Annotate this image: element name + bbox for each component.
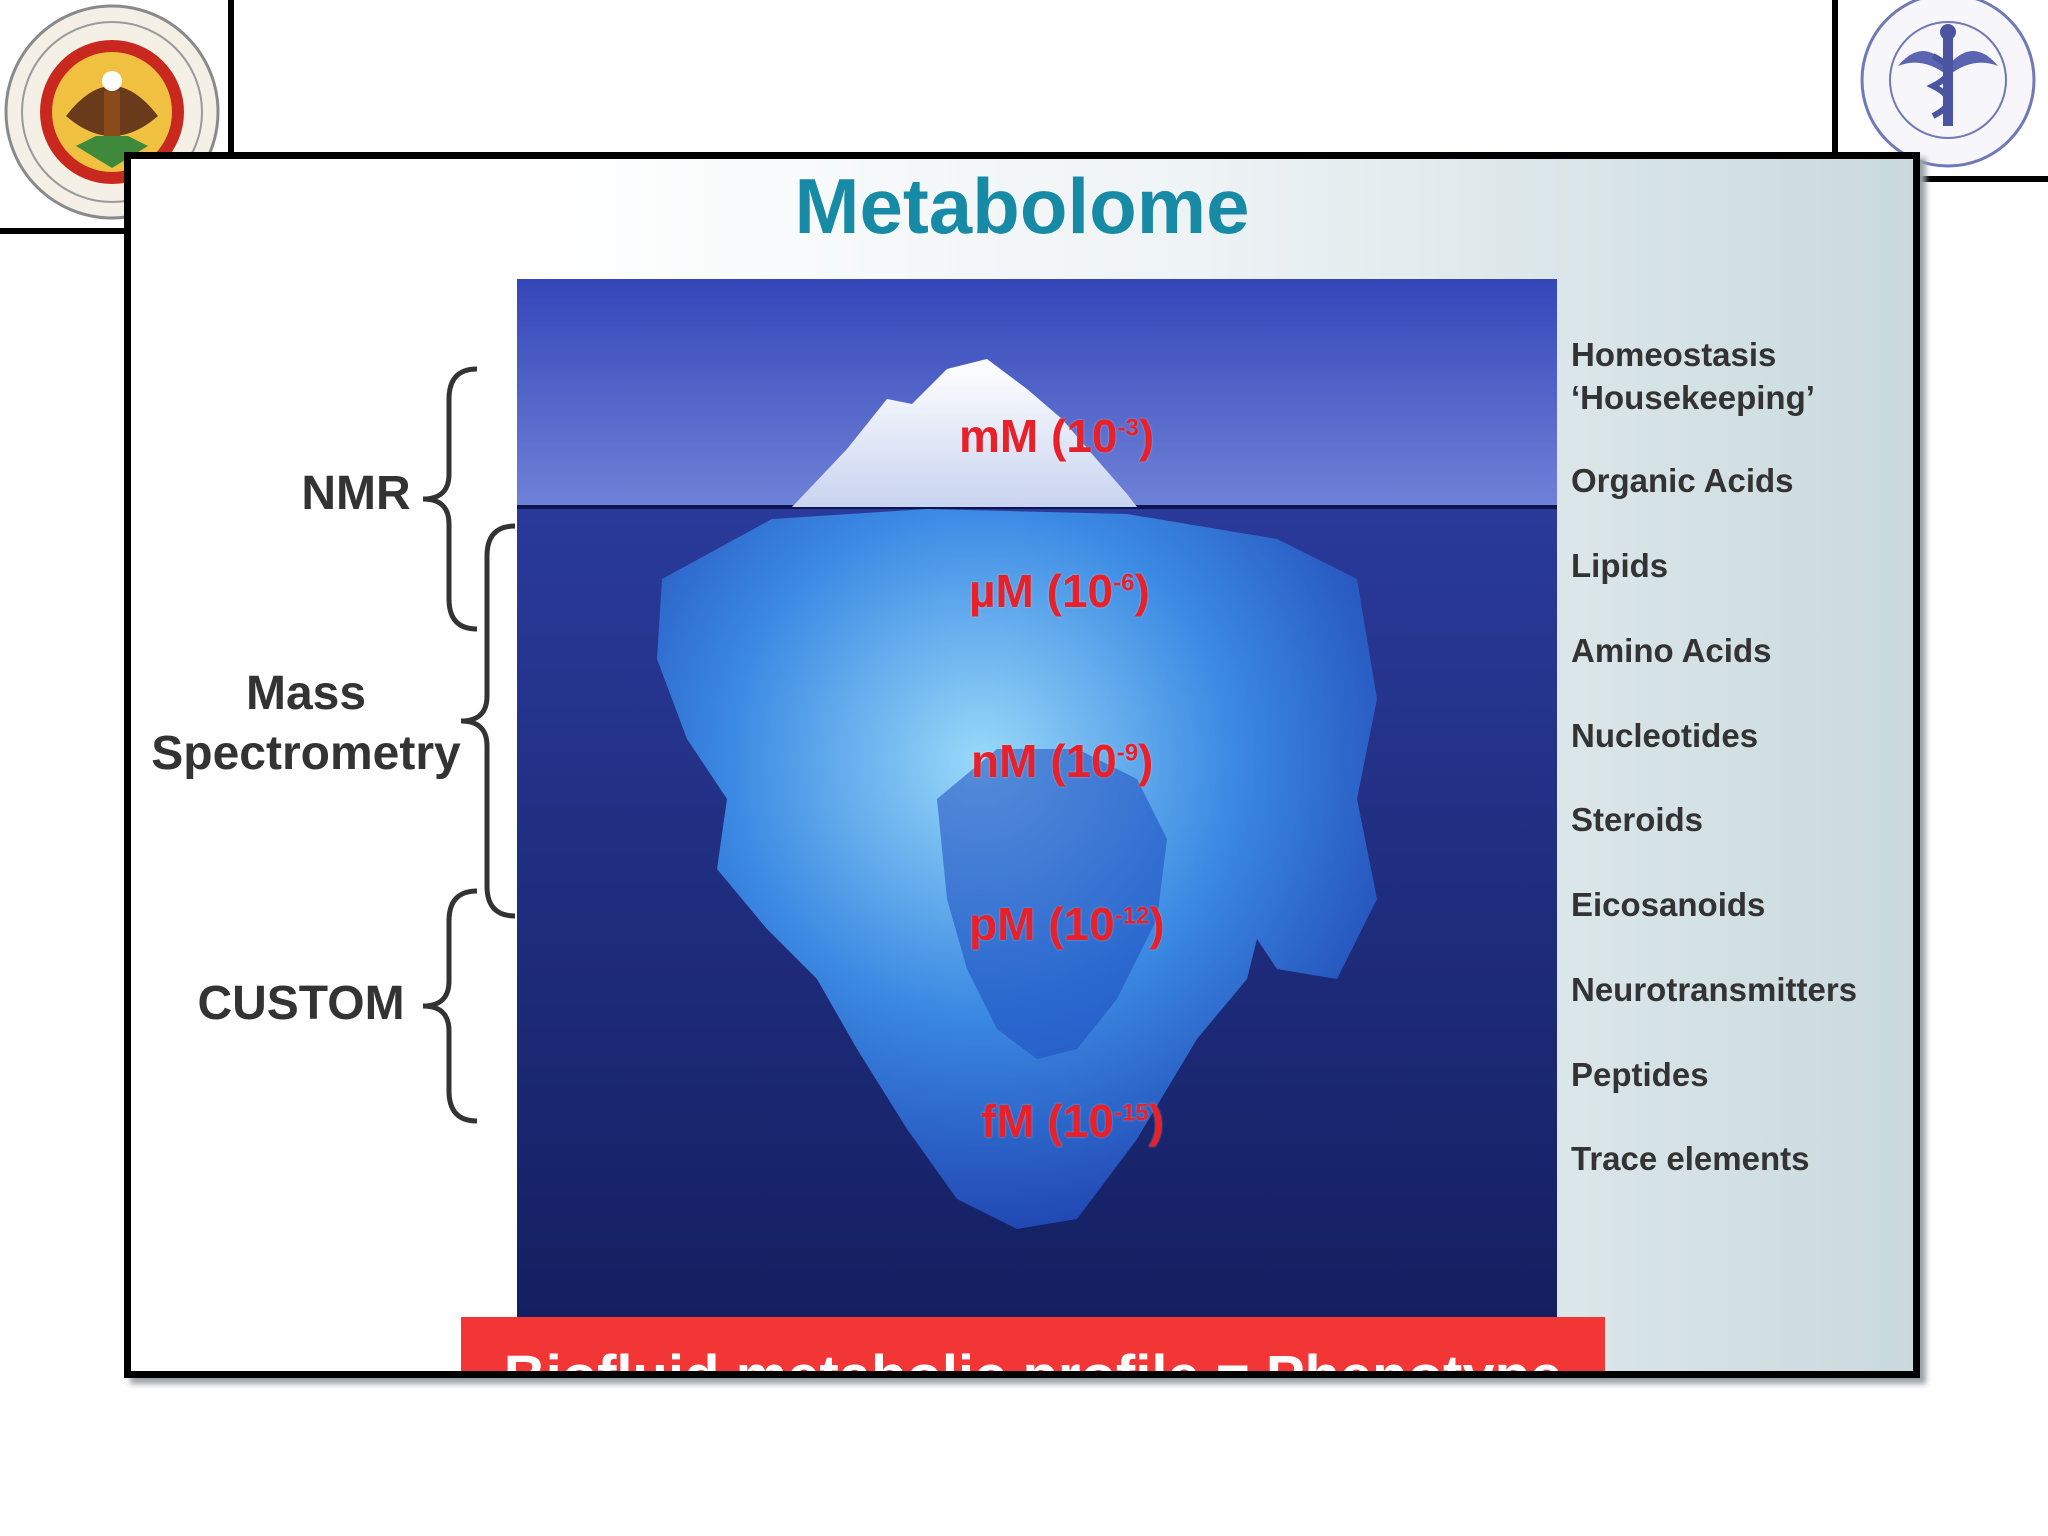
conc-exponent: -9 (1116, 739, 1139, 767)
list-item: ‘Housekeeping’ (1571, 379, 1815, 416)
concentration-label-nano: nM (10-9) (971, 735, 1154, 787)
conc-unit: fM (981, 1095, 1035, 1147)
concentration-label-femto: fM (10-15) (981, 1095, 1164, 1147)
technique-mass-spectrometry: Mass Spectrometry (151, 667, 461, 780)
slide: Metabolome (124, 152, 1920, 1378)
conc-exponent: -12 (1114, 902, 1150, 930)
conc-base: 10 (1065, 735, 1117, 787)
technique-nmr: NMR (301, 467, 411, 520)
list-item: Neurotransmitters (1571, 971, 1858, 1008)
list-item: Eicosanoids (1571, 886, 1766, 923)
conc-exponent: -15 (1113, 1099, 1149, 1127)
custom-brace (422, 888, 478, 1124)
conc-unit: pM (969, 898, 1036, 950)
conc-base: 10 (1061, 565, 1114, 617)
list-item: Trace elements (1571, 1140, 1810, 1177)
slide-title: Metabolome (794, 162, 1250, 250)
list-item: Organic Acids (1571, 462, 1794, 499)
nmr-brace (422, 366, 478, 632)
technique-custom: CUSTOM (197, 977, 405, 1030)
conc-exponent: -6 (1113, 569, 1135, 597)
list-item: Steroids (1571, 801, 1704, 838)
conc-exponent: -3 (1117, 414, 1139, 442)
list-item: Homeostasis (1571, 336, 1777, 373)
concentration-label-pico: pM (10-12) (969, 898, 1165, 950)
conc-unit: mM (959, 410, 1039, 462)
iceberg-illustration (517, 279, 1557, 1319)
phenotype-banner: Biofluid metabolic profile = Phenotype (461, 1317, 1605, 1371)
conc-unit: nM (971, 735, 1038, 787)
iceberg-image (517, 279, 1557, 1319)
list-item: Peptides (1571, 1056, 1709, 1093)
conc-base: 10 (1063, 898, 1115, 950)
college-logo (1832, 0, 2048, 182)
conc-base: 10 (1062, 1095, 1114, 1147)
mass-spec-brace (460, 523, 516, 919)
veterinary-college-seal-icon (1860, 0, 2036, 168)
list-item: Nucleotides (1571, 717, 1759, 754)
list-item: Lipids (1571, 547, 1669, 584)
conc-unit: µM (969, 565, 1034, 617)
concentration-label-milli: mM (10-3) (959, 410, 1155, 462)
concentration-label-micro: µM (10-6) (969, 565, 1150, 617)
conc-base: 10 (1066, 410, 1118, 462)
list-item: Amino Acids (1571, 632, 1772, 669)
